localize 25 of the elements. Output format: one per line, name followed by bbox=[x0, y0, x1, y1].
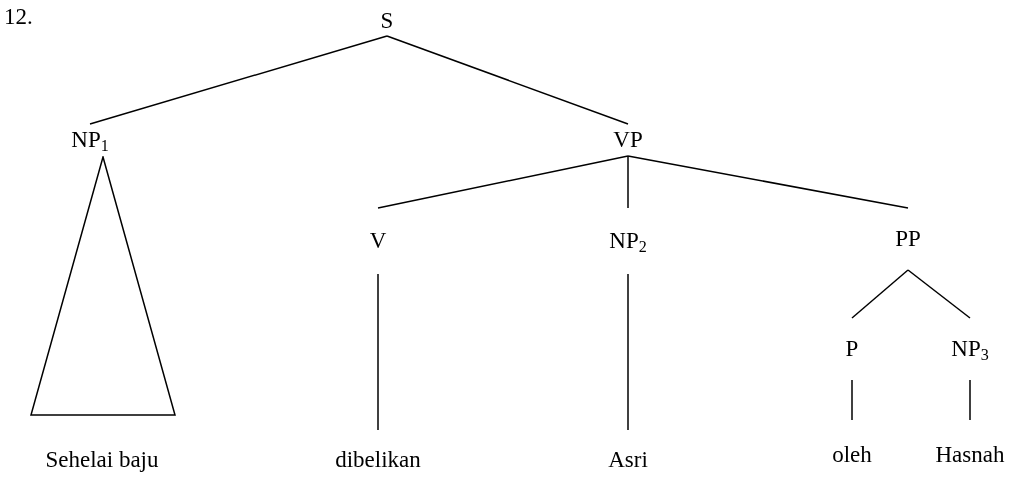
tree-label: dibelikan bbox=[335, 447, 421, 473]
tree-label: V bbox=[369, 228, 387, 254]
tree-branch bbox=[627, 155, 629, 209]
tree-branch bbox=[627, 273, 629, 431]
tree-branch bbox=[89, 35, 388, 125]
tree-branch bbox=[969, 379, 971, 421]
tree-branch bbox=[627, 155, 909, 209]
tree-label: Asri bbox=[608, 447, 648, 473]
tree-branch bbox=[377, 273, 379, 431]
example-number: 12. bbox=[4, 4, 33, 30]
tree-label: PP bbox=[895, 226, 921, 252]
tree-branch bbox=[907, 269, 971, 319]
tree-branch bbox=[386, 35, 629, 125]
tree-label: NP$_{2}$ bbox=[609, 228, 647, 254]
tree-label: NP$_{3}$ bbox=[951, 336, 989, 362]
tree-branch bbox=[851, 269, 909, 319]
tree-branch bbox=[851, 379, 853, 421]
tree-label: Hasnah bbox=[935, 442, 1005, 468]
tree-label: Sehelai baju bbox=[45, 447, 159, 473]
tree-label: NP$_{1}$ bbox=[71, 127, 109, 153]
tree-label: VP bbox=[613, 127, 643, 153]
tree-branch bbox=[377, 155, 629, 209]
tree-label: S bbox=[380, 8, 394, 34]
tree-label: oleh bbox=[832, 442, 872, 468]
tree-label: P bbox=[845, 336, 859, 362]
